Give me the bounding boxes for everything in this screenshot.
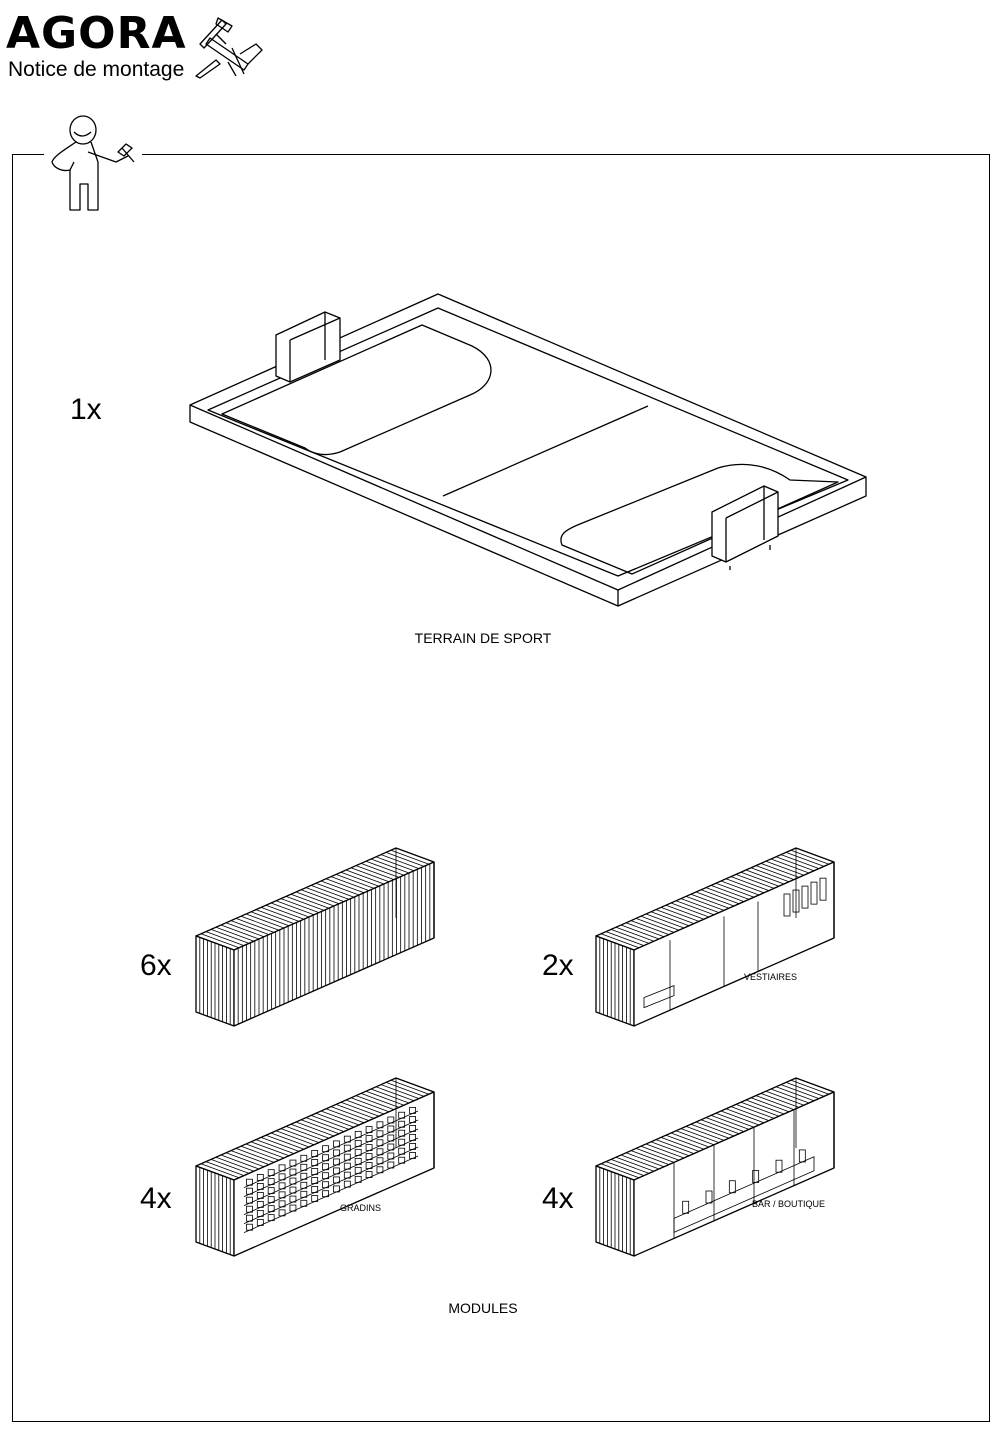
brand-logo: AGORA	[6, 8, 187, 59]
right-goal	[711, 485, 779, 570]
module-label-vestiaires: VESTIAIRES	[744, 972, 798, 982]
container-bar	[595, 1077, 835, 1257]
builder-with-hammer-icon	[44, 112, 142, 214]
hammer-nails-icon	[195, 17, 263, 79]
module-count-vestiaires: 2x	[542, 949, 574, 982]
sport-field-drawing	[189, 293, 867, 607]
module-count-bar: 4x	[542, 1182, 574, 1215]
field-count: 1x	[70, 393, 102, 426]
subtitle: Notice de montage	[8, 58, 185, 81]
left-goal	[275, 311, 341, 383]
module-label-bar: BAR / BOUTIQUE	[752, 1199, 826, 1209]
container-gradins	[195, 1077, 435, 1257]
instruction-frame	[12, 154, 990, 1422]
container-plain	[195, 847, 435, 1027]
field-label: TERRAIN DE SPORT	[414, 630, 552, 646]
module-count-containers: 6x	[140, 949, 172, 982]
container-vestiaires	[595, 847, 835, 1027]
module-label-gradins: GRADINS	[340, 1203, 382, 1213]
module-count-gradins: 4x	[140, 1182, 172, 1215]
modules-title: MODULES	[448, 1300, 518, 1316]
